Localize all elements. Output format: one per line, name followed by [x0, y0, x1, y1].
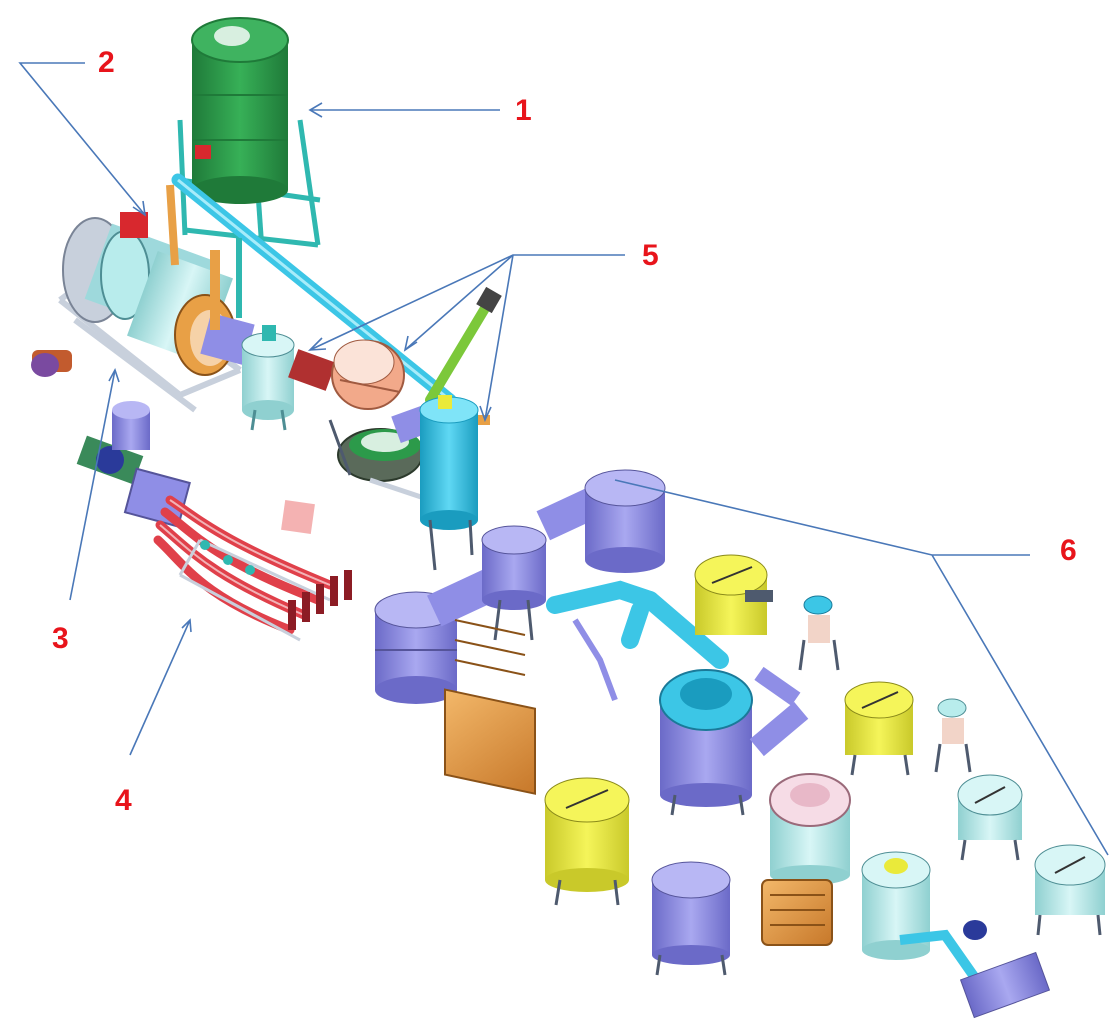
reactor-red-valve [120, 212, 148, 238]
leader-line-1-arrow [308, 102, 323, 118]
leader-line-5-arrow-b [403, 335, 418, 352]
pale-hopper-vessel [241, 325, 295, 431]
callout-label-2: 2 [98, 46, 115, 79]
small-instrument-stand-1 [798, 595, 840, 671]
leader-line-5-arrow-c [479, 405, 492, 423]
downstream-vessels [374, 469, 1106, 1019]
orange-heat-exchanger-2 [761, 879, 833, 946]
pale-vessel-right-1 [957, 774, 1023, 861]
leader-line-5-arrow-a [307, 337, 327, 351]
pale-vessel-lower-center [861, 851, 931, 960]
leader-line-2-arrow [132, 200, 147, 217]
tower-body [192, 40, 288, 190]
auxiliary-equipment [241, 286, 502, 503]
main-horizontal-reactor [31, 184, 255, 413]
tower-bottom [192, 176, 288, 204]
callout-label-5: 5 [642, 239, 659, 272]
leader-line-4-arrow [181, 618, 192, 633]
blower-unit [76, 401, 191, 528]
cyan-process-piping [546, 580, 729, 669]
pale-vessel-right-2 [1034, 844, 1106, 936]
lavender-vessel-center [481, 525, 547, 641]
cyan-reactor-vessel [659, 669, 753, 816]
leader-line-4 [129, 619, 191, 756]
leader-lines [18, 62, 1109, 856]
leader-line-3-arrow [108, 368, 120, 383]
callout-label-6: 6 [1060, 534, 1077, 567]
lavender-vessel-bottom [651, 861, 731, 976]
callout-label-4: 4 [115, 784, 132, 817]
small-instrument-stand-2 [934, 698, 972, 773]
salmon-drum [331, 339, 405, 410]
callout-label-1: 1 [515, 94, 532, 127]
cyan-separator-column [419, 395, 479, 571]
leader-line-6 [614, 479, 1109, 856]
red-pipe-manifold [153, 495, 352, 642]
lavender-vessel-top-right [584, 469, 666, 573]
pump-skid [899, 920, 1051, 1019]
yellow-vessel-lower [544, 777, 630, 906]
orange-heat-exchanger-1 [444, 619, 536, 795]
leader-line-2 [18, 62, 146, 216]
leader-line-5 [309, 254, 625, 421]
leader-line-3 [69, 369, 116, 601]
yellow-vessel-top [694, 554, 773, 635]
tower-valve [195, 145, 211, 159]
callout-label-3: 3 [52, 622, 69, 655]
green-silo-tower [177, 17, 321, 251]
inclined-conveyor [425, 295, 495, 405]
callout-labels: 1 2 3 4 5 6 [52, 46, 1077, 817]
pink-top-vessel [769, 773, 851, 885]
yellow-vessel-middle [844, 681, 914, 776]
tower-hatch [214, 26, 250, 46]
